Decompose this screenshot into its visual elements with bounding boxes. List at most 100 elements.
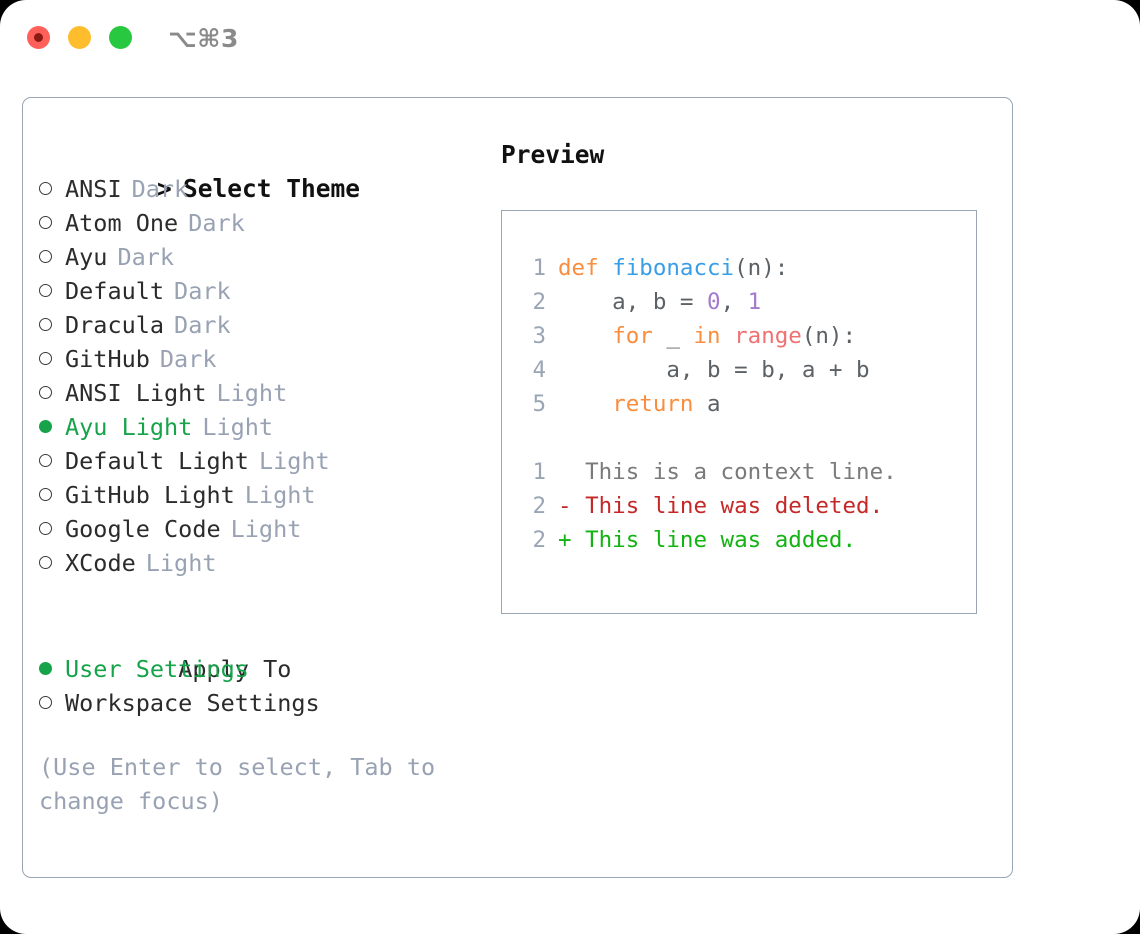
theme-item-variant-tag: Light	[258, 447, 330, 475]
radio-unselected-icon	[39, 546, 65, 580]
theme-item-github[interactable]: GitHub Dark	[39, 342, 479, 376]
diff-line-number: 2	[532, 493, 546, 519]
radio-dot	[39, 182, 52, 195]
radio-unselected-icon	[39, 444, 65, 478]
code-token: a	[693, 391, 721, 417]
code-line: 1 def fibonacci(n):	[520, 251, 976, 285]
code-token: range	[734, 323, 802, 349]
code-token: in	[693, 323, 721, 349]
code-token: (n):	[801, 323, 857, 349]
theme-item-variant-tag: Dark	[174, 277, 231, 305]
radio-dot	[39, 696, 52, 709]
theme-item-label: ANSI	[65, 175, 122, 203]
apply-to-item-label: Workspace Settings	[65, 689, 320, 717]
radio-selected-icon	[39, 410, 65, 444]
theme-item-ansi-light[interactable]: ANSI Light Light	[39, 376, 479, 410]
theme-item-variant-tag: Light	[202, 413, 274, 441]
theme-item-label: Google Code	[65, 515, 221, 543]
theme-item-variant-tag: Light	[216, 379, 288, 407]
radio-dot	[39, 386, 52, 399]
theme-item-label: Ayu Light	[65, 413, 193, 441]
theme-item-google-code[interactable]: Google Code Light	[39, 512, 479, 546]
code-token	[721, 323, 735, 349]
line-number: 1	[532, 255, 546, 281]
radio-unselected-icon	[39, 308, 65, 342]
keyboard-shortcut-label: ⌥⌘3	[168, 24, 239, 53]
radio-unselected-icon	[39, 274, 65, 308]
code-line: 4 a, b = b, a + b	[520, 353, 976, 387]
preview-title: Preview	[501, 140, 605, 169]
radio-unselected-icon	[39, 478, 65, 512]
apply-to-header: Apply To	[39, 618, 479, 683]
theme-item-label: Atom One	[65, 209, 179, 237]
code-token: ,	[720, 289, 748, 315]
code-token: a, b =	[558, 289, 708, 315]
minimize-button-icon[interactable]	[68, 26, 91, 49]
theme-item-label: Ayu	[65, 243, 108, 271]
theme-item-variant-tag: Dark	[159, 345, 217, 373]
zoom-button-icon[interactable]	[109, 26, 132, 49]
radio-dot	[39, 250, 52, 263]
code-token: a, b = b, a + b	[558, 357, 870, 383]
preview-gap	[520, 421, 976, 455]
code-token: _	[652, 323, 694, 349]
radio-unselected-icon	[39, 206, 65, 240]
theme-item-variant-tag: Light	[244, 481, 316, 509]
theme-item-ayu-light[interactable]: Ayu Light Light	[39, 410, 479, 444]
theme-item-ayu[interactable]: Ayu Dark	[39, 240, 479, 274]
code-token: def	[558, 255, 613, 281]
code-token	[558, 323, 612, 349]
theme-item-label: GitHub	[65, 345, 150, 373]
apply-to-item-workspace-settings[interactable]: Workspace Settings	[39, 686, 479, 720]
radio-unselected-icon	[39, 240, 65, 274]
code-token	[558, 391, 612, 417]
line-number: 4	[532, 357, 546, 383]
code-token: for	[612, 323, 653, 349]
radio-unselected-icon	[39, 512, 65, 546]
section-spacer	[39, 580, 479, 618]
theme-item-label: Dracula	[65, 311, 165, 339]
code-token: 0	[707, 289, 721, 315]
code-token: 1	[747, 289, 762, 315]
diff-sample: 1 This is a context line.2- This line wa…	[520, 455, 976, 557]
theme-item-label: XCode	[65, 549, 136, 577]
select-theme-header: >Select Theme	[39, 138, 479, 203]
theme-item-xcode[interactable]: XCode Light	[39, 546, 479, 580]
theme-item-default[interactable]: Default Dark	[39, 274, 479, 308]
diff-sign: -	[558, 493, 586, 519]
code-token: return	[612, 391, 694, 417]
radio-dot	[39, 284, 52, 297]
theme-item-github-light[interactable]: GitHub Light Light	[39, 478, 479, 512]
radio-dot	[39, 420, 52, 433]
theme-item-variant-tag: Light	[230, 515, 302, 543]
apply-to-header-label: Apply To	[178, 655, 292, 683]
theme-item-variant-tag: Dark	[188, 209, 245, 237]
radio-unselected-icon	[39, 686, 65, 720]
radio-unselected-icon	[39, 342, 65, 376]
theme-item-variant-tag: Light	[145, 549, 217, 577]
code-token: (n):	[734, 255, 789, 281]
radio-dot	[39, 318, 52, 331]
code-token: fibonacci	[612, 255, 735, 281]
theme-item-label: ANSI Light	[65, 379, 207, 407]
theme-item-variant-tag: Dark	[117, 243, 175, 271]
radio-dot	[39, 556, 52, 569]
close-button-icon[interactable]	[27, 26, 50, 49]
diff-line: 2+ This line was added.	[520, 523, 976, 557]
diff-text: This is a context line.	[585, 459, 897, 485]
theme-item-label: Default	[65, 277, 165, 305]
radio-dot	[39, 216, 52, 229]
radio-unselected-icon	[39, 376, 65, 410]
apply-to-item-user-settings[interactable]: User Settings	[39, 652, 479, 686]
theme-item-atom-one[interactable]: Atom One Dark	[39, 206, 479, 240]
theme-item-label: GitHub Light	[65, 481, 235, 509]
